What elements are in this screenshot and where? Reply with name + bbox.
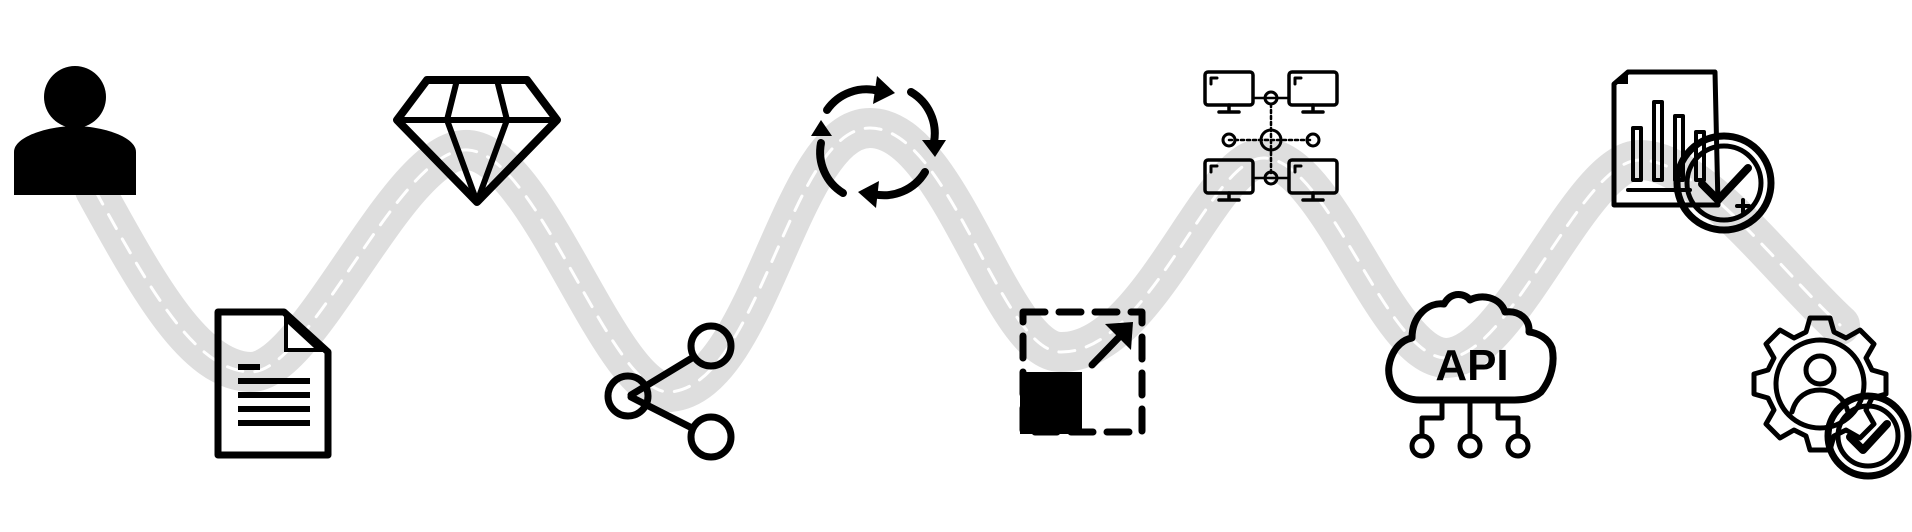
api-label: API (1435, 341, 1508, 390)
sync-icon (811, 76, 946, 208)
resize-icon (1019, 308, 1146, 436)
document-icon (214, 308, 332, 459)
api-cloud-icon: API (1385, 291, 1557, 459)
person-icon (14, 66, 136, 195)
road-lane-markings (93, 126, 1842, 394)
winding-road (75, 108, 1860, 412)
gear-user-check-icon (1751, 315, 1912, 480)
report-check-icon (1611, 69, 1775, 234)
network-icon (1203, 70, 1339, 202)
share-icon (604, 322, 735, 461)
diamond-icon (393, 76, 561, 206)
